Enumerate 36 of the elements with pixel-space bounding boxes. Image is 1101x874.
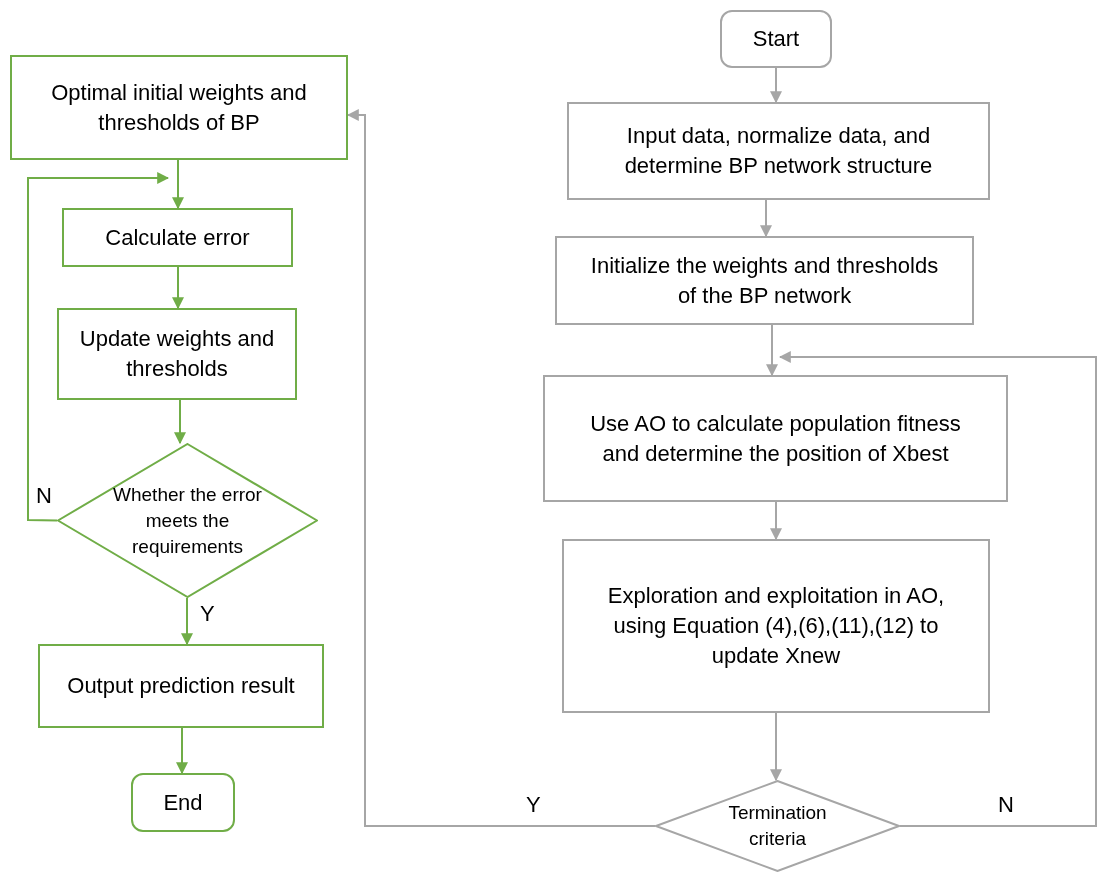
process-box xyxy=(543,375,1008,502)
process-box xyxy=(62,208,293,267)
arrow xyxy=(172,266,184,310)
process-box xyxy=(555,236,974,325)
node-text: Use AO to calculate population fitness and determine the position of Xbest xyxy=(589,409,962,468)
arrow xyxy=(766,324,778,377)
node-text: End xyxy=(162,788,204,817)
node-text: Whether the error meets the requirements xyxy=(112,482,263,559)
node-text: Exploration and exploitation in AO, using Equation (4),(6),(11),(12) to update Xnew xyxy=(606,582,946,670)
arrow xyxy=(172,159,184,210)
arrow xyxy=(27,172,170,522)
node-text: Input data, normalize data, and determine BP network structure xyxy=(623,122,934,180)
arrow xyxy=(176,727,188,775)
node-text: Optimal initial weights and thresholds of BP xyxy=(50,78,308,137)
arrow xyxy=(770,712,782,782)
terminal-box xyxy=(720,10,832,68)
node-text: Termination criteria xyxy=(727,801,828,851)
process-box xyxy=(567,102,990,200)
arrow xyxy=(760,199,772,238)
node-text: Output prediction result xyxy=(66,672,296,700)
node-text: Calculate error xyxy=(104,223,251,252)
node-text: Update weights and thresholds xyxy=(78,325,276,383)
process-box xyxy=(10,55,348,160)
process-box xyxy=(57,308,297,400)
process-box xyxy=(38,644,324,728)
arrow xyxy=(174,399,186,445)
decision-diamond xyxy=(655,780,900,872)
node-text: Initialize the weights and thresholds of the BP network xyxy=(589,251,940,310)
arrow xyxy=(770,501,782,541)
arrow xyxy=(770,67,782,104)
node-text: Start xyxy=(751,25,801,53)
terminal-box xyxy=(131,773,235,832)
decision-diamond xyxy=(57,443,318,598)
arrow xyxy=(181,597,193,646)
process-box xyxy=(562,539,990,713)
arrow xyxy=(778,351,1097,827)
